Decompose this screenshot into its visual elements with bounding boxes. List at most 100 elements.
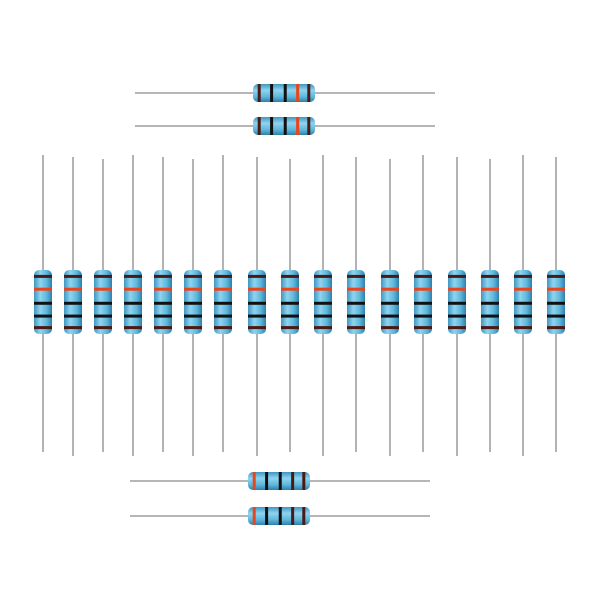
resistor-band bbox=[94, 274, 112, 278]
resistor-band bbox=[248, 287, 266, 291]
resistor-band bbox=[34, 274, 52, 278]
resistor-band bbox=[278, 507, 282, 525]
resistor-band bbox=[448, 301, 466, 305]
resistor-band bbox=[381, 274, 399, 278]
resistor-band bbox=[448, 274, 466, 278]
resistor-band bbox=[64, 314, 82, 318]
resistor-band bbox=[248, 301, 266, 305]
resistor-band bbox=[296, 84, 300, 102]
resistor-band bbox=[547, 274, 565, 278]
vertical-resistor bbox=[184, 159, 202, 456]
resistor-band bbox=[124, 326, 142, 330]
resistor-band bbox=[414, 326, 432, 330]
horizontal-resistor bbox=[130, 472, 430, 490]
resistor-band bbox=[214, 287, 232, 291]
resistor-band bbox=[252, 472, 256, 490]
resistor-band bbox=[314, 274, 332, 278]
resistor-band bbox=[124, 301, 142, 305]
resistor-band bbox=[257, 84, 261, 102]
resistor-band bbox=[347, 326, 365, 330]
vertical-resistor bbox=[154, 157, 172, 452]
vertical-resistor bbox=[94, 159, 112, 452]
resistor-band bbox=[64, 274, 82, 278]
resistor-band bbox=[154, 274, 172, 278]
resistor-band bbox=[270, 84, 274, 102]
resistor-band bbox=[514, 287, 532, 291]
resistor-band bbox=[448, 326, 466, 330]
resistor-band bbox=[481, 274, 499, 278]
resistor-band bbox=[184, 287, 202, 291]
resistor-band bbox=[64, 301, 82, 305]
resistor-band bbox=[270, 117, 274, 135]
resistor-band bbox=[214, 314, 232, 318]
resistor-band bbox=[64, 326, 82, 330]
resistor-band bbox=[184, 274, 202, 278]
resistor-band bbox=[214, 301, 232, 305]
resistor-band bbox=[514, 326, 532, 330]
resistor-band bbox=[302, 472, 306, 490]
resistor-band bbox=[248, 314, 266, 318]
horizontal-resistor bbox=[130, 507, 430, 525]
vertical-resistor bbox=[314, 155, 332, 456]
resistor-band bbox=[281, 314, 299, 318]
resistor-band bbox=[302, 507, 306, 525]
resistor-band bbox=[291, 507, 295, 525]
resistor-band bbox=[414, 274, 432, 278]
resistor-band bbox=[124, 314, 142, 318]
resistor-band bbox=[265, 507, 269, 525]
vertical-resistor bbox=[214, 155, 232, 452]
resistor-band bbox=[414, 301, 432, 305]
resistor-band bbox=[347, 301, 365, 305]
resistor-band bbox=[347, 274, 365, 278]
resistor-band bbox=[296, 117, 300, 135]
resistor-band bbox=[314, 301, 332, 305]
resistor-band bbox=[278, 472, 282, 490]
resistor-band bbox=[547, 326, 565, 330]
resistor-band bbox=[34, 301, 52, 305]
resistor-band bbox=[283, 84, 287, 102]
resistor-band bbox=[34, 314, 52, 318]
resistor-band bbox=[248, 326, 266, 330]
vertical-resistor bbox=[381, 159, 399, 456]
resistor-band bbox=[34, 287, 52, 291]
resistor-band bbox=[94, 314, 112, 318]
resistor-band bbox=[257, 117, 261, 135]
resistor-band bbox=[281, 287, 299, 291]
resistor-band bbox=[154, 287, 172, 291]
resistor-band bbox=[514, 314, 532, 318]
resistor-band bbox=[347, 314, 365, 318]
resistor-band bbox=[314, 326, 332, 330]
resistor-band bbox=[514, 274, 532, 278]
resistor-band bbox=[94, 326, 112, 330]
resistor-band bbox=[448, 287, 466, 291]
resistor-band bbox=[448, 314, 466, 318]
vertical-resistor bbox=[547, 157, 565, 452]
resistor-band bbox=[481, 301, 499, 305]
resistor-band bbox=[481, 326, 499, 330]
resistor-band bbox=[381, 287, 399, 291]
resistor-band bbox=[154, 314, 172, 318]
vertical-resistor bbox=[248, 157, 266, 456]
resistor-band bbox=[314, 287, 332, 291]
vertical-resistor bbox=[281, 159, 299, 452]
horizontal-resistor bbox=[135, 117, 435, 135]
resistor-band bbox=[124, 287, 142, 291]
resistor-band bbox=[265, 472, 269, 490]
resistor-band bbox=[214, 326, 232, 330]
resistor-band bbox=[291, 472, 295, 490]
resistor-band bbox=[414, 287, 432, 291]
vertical-resistor bbox=[347, 157, 365, 452]
resistor-band bbox=[481, 287, 499, 291]
resistor-band bbox=[64, 287, 82, 291]
resistor-band bbox=[381, 314, 399, 318]
resistor-band bbox=[283, 117, 287, 135]
resistor-band bbox=[94, 287, 112, 291]
resistor-band bbox=[347, 287, 365, 291]
resistor-band bbox=[34, 326, 52, 330]
resistor-band bbox=[281, 301, 299, 305]
resistor-band bbox=[547, 301, 565, 305]
resistor-band bbox=[481, 314, 499, 318]
resistor-band bbox=[307, 117, 311, 135]
resistor-band bbox=[307, 84, 311, 102]
